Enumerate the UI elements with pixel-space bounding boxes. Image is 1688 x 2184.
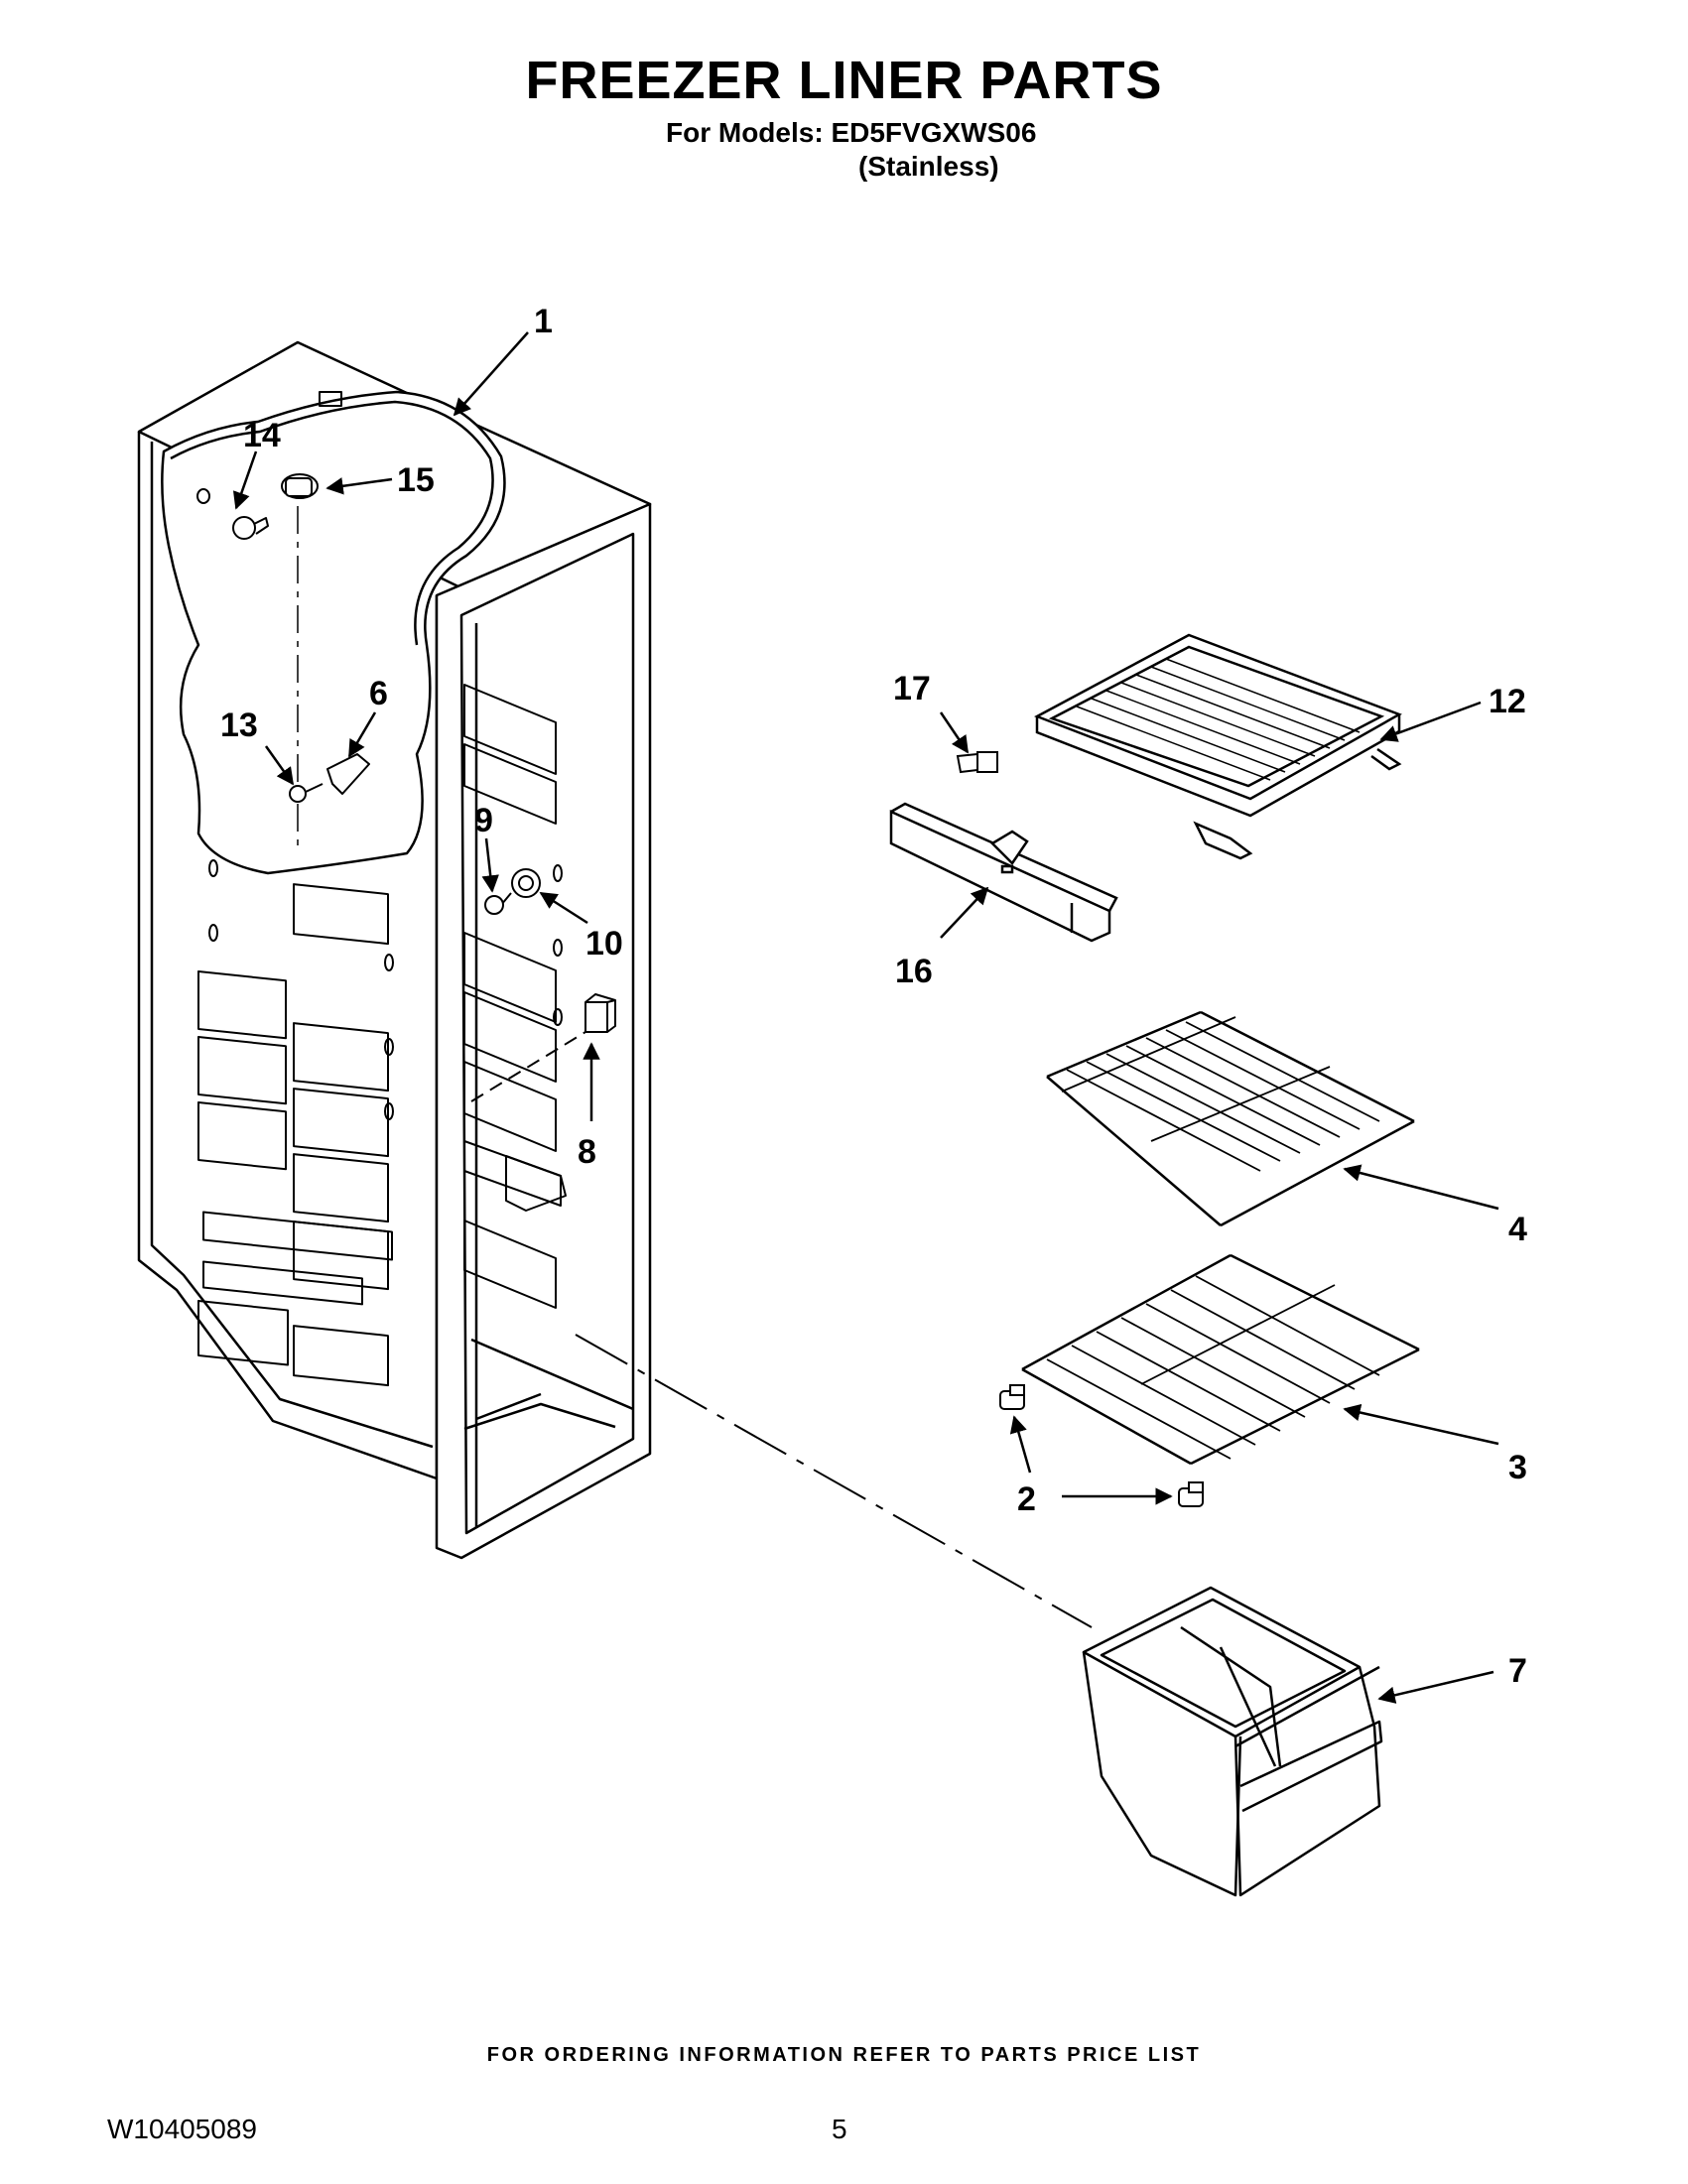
wire-shelf-lower [1021, 1253, 1420, 1466]
models-line: For Models: ED5FVGXWS06 [666, 117, 1037, 148]
callout-9: 9 [474, 802, 493, 839]
page-number: 5 [832, 2114, 847, 2144]
callout-12: 12 [1489, 683, 1526, 720]
callout-numbers: 1 14 15 6 13 9 10 8 17 12 16 4 3 2 7 [220, 303, 1527, 1690]
finish-label: (Stainless) [858, 151, 999, 182]
callout-17: 17 [893, 670, 931, 707]
callout-leaders [232, 331, 1499, 1704]
callout-10: 10 [585, 925, 623, 963]
document-number: W10405089 [107, 2114, 258, 2144]
callout-1: 1 [534, 303, 553, 340]
wire-shelf-upper [1046, 1010, 1415, 1227]
callout-8: 8 [578, 1133, 596, 1171]
callout-2: 2 [1017, 1480, 1036, 1518]
shelf-bumpers [999, 1384, 1204, 1507]
shelf-support [889, 802, 1118, 943]
callout-15: 15 [397, 461, 435, 499]
crisper-leader-line [575, 1334, 1093, 1628]
callout-3: 3 [1508, 1449, 1527, 1486]
freezer-bin [1082, 1586, 1383, 1897]
callout-16: 16 [895, 953, 933, 990]
screw-17 [956, 751, 998, 774]
callout-14: 14 [243, 417, 281, 454]
freezer-liner [137, 340, 652, 1560]
callout-4: 4 [1508, 1211, 1527, 1248]
shelf-glass-tray [1034, 633, 1402, 860]
callout-6: 6 [369, 675, 388, 712]
callout-13: 13 [220, 707, 258, 744]
callout-7: 7 [1508, 1652, 1527, 1690]
page-title: FREEZER LINER PARTS [525, 51, 1163, 110]
ordering-note: FOR ORDERING INFORMATION REFER TO PARTS … [486, 2044, 1202, 2066]
